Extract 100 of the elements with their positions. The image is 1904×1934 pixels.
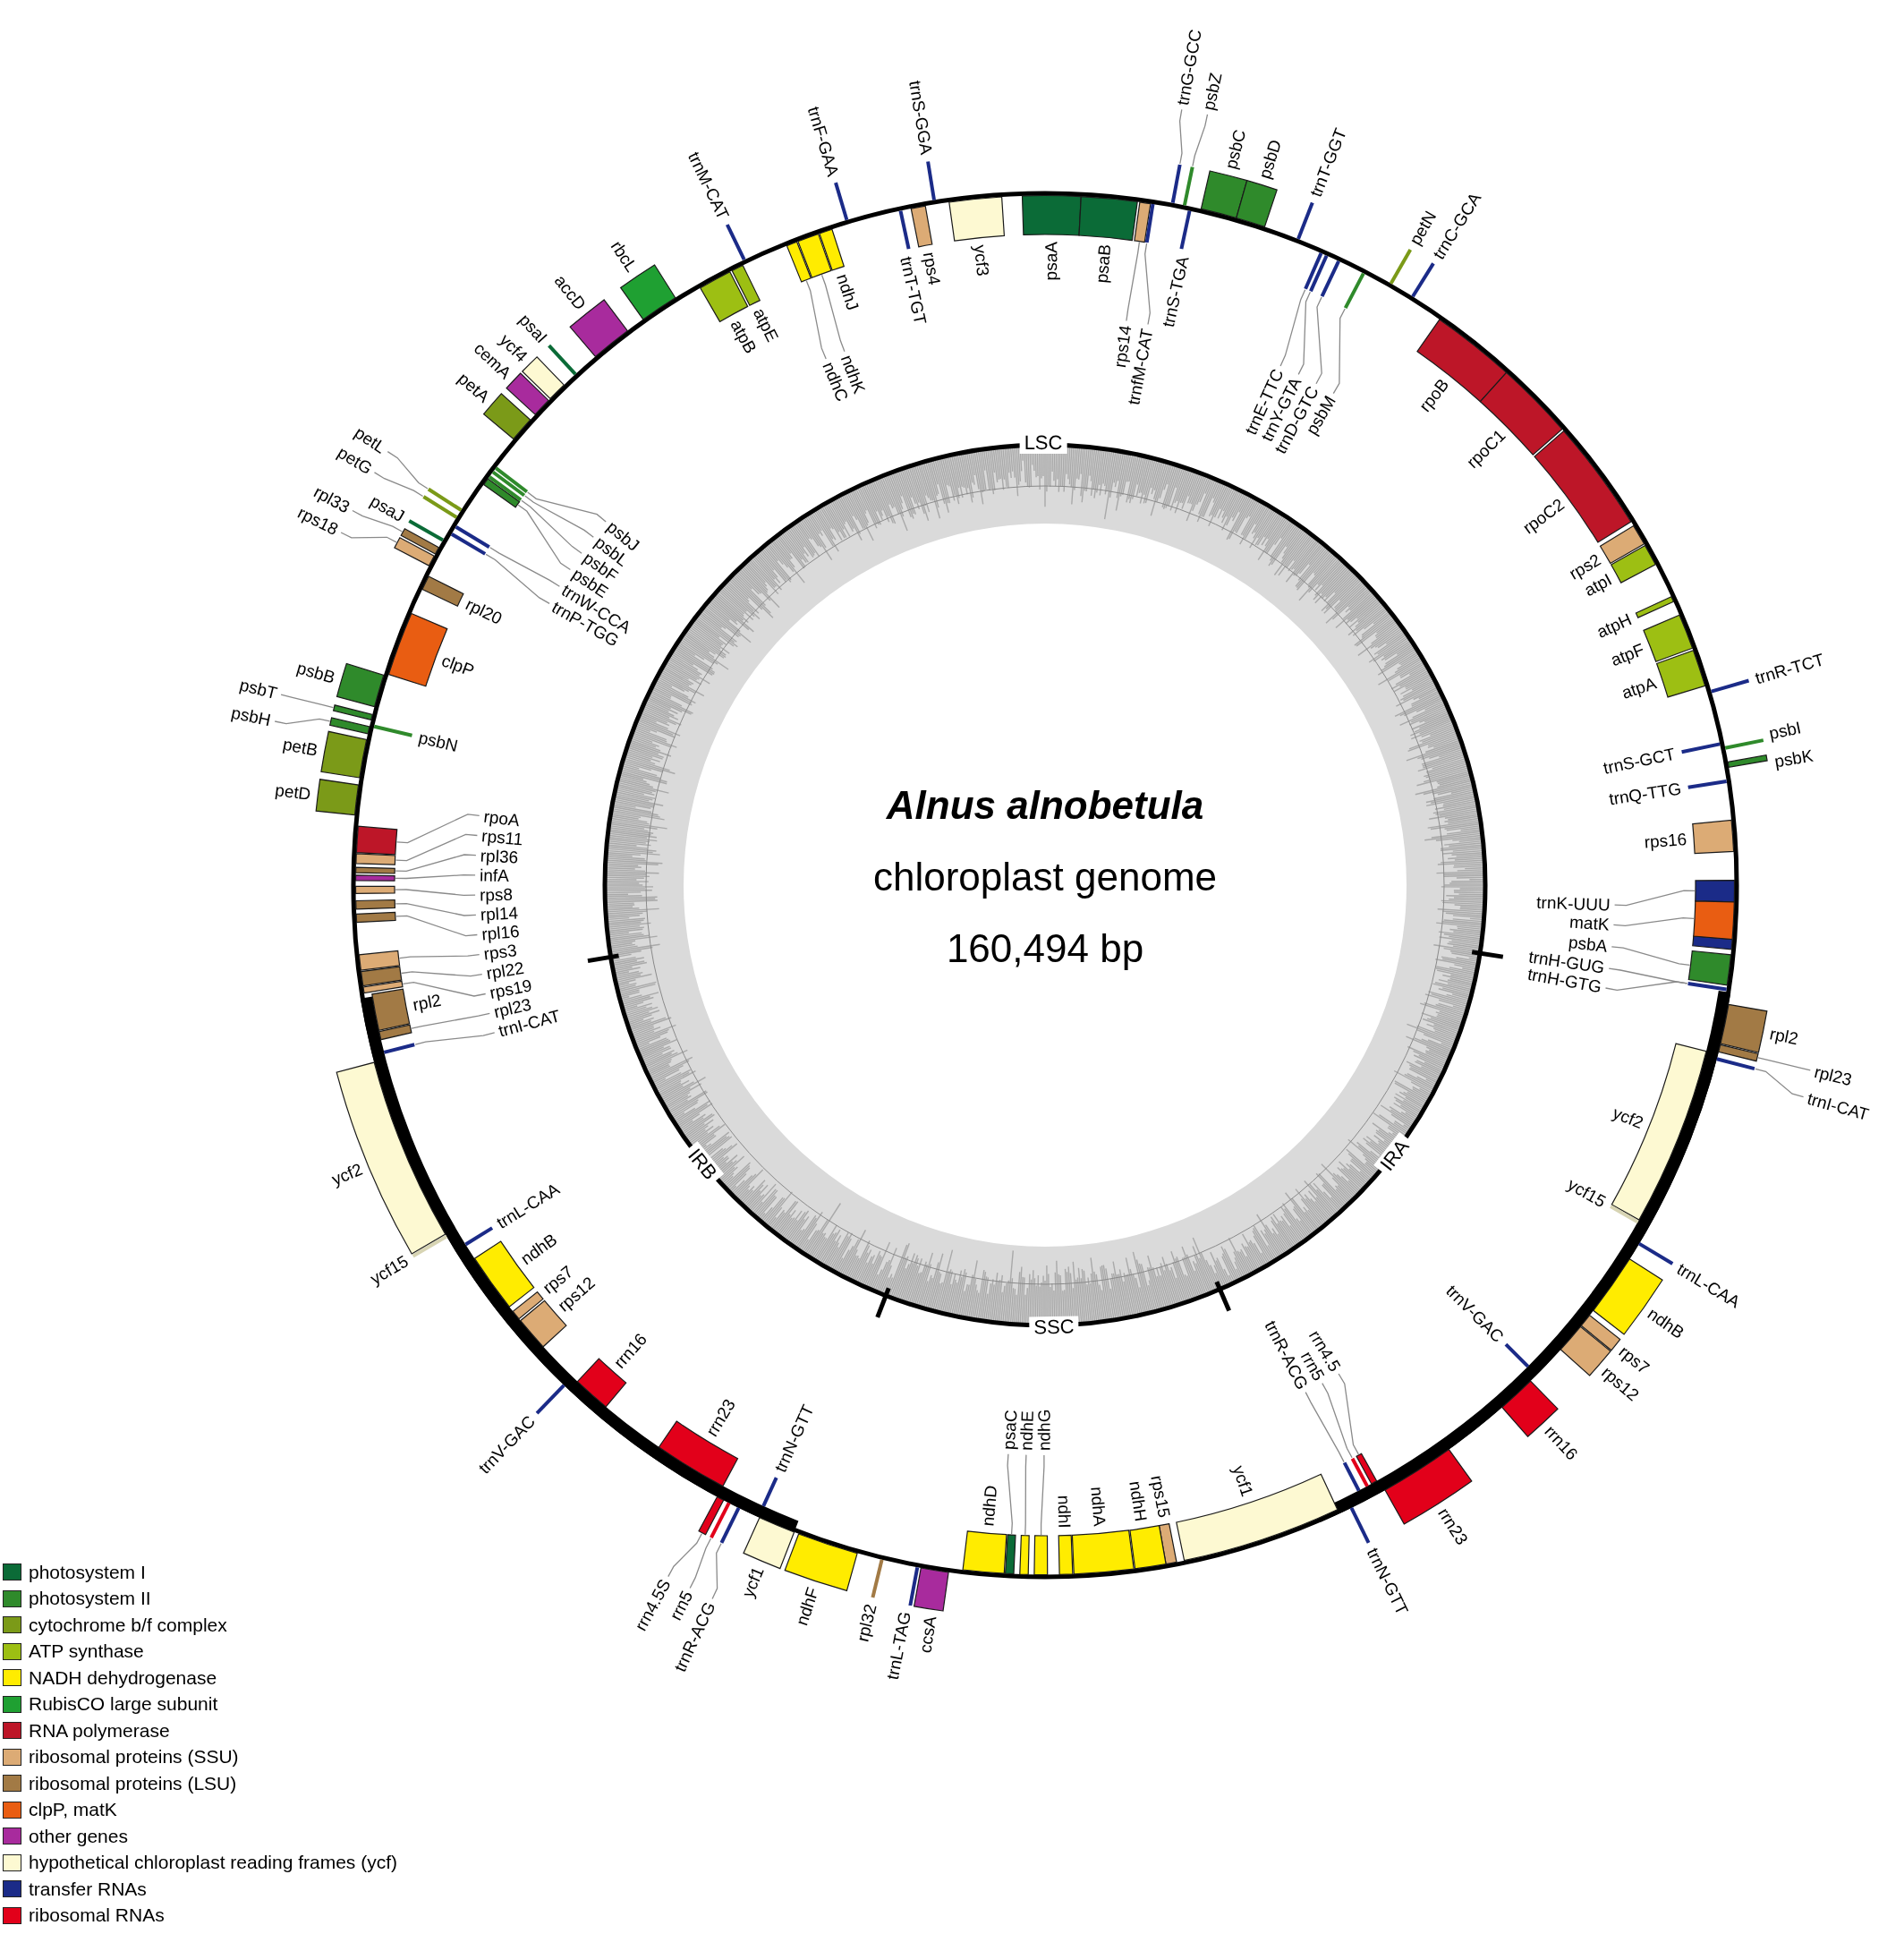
gene-label: psbB <box>294 658 337 687</box>
gene-label: trnK-UUU <box>1535 892 1611 915</box>
leader-line <box>1757 1057 1811 1071</box>
gene-block <box>329 717 370 735</box>
leader-line <box>527 491 607 523</box>
gene-label: ycf1 <box>738 1563 768 1600</box>
gene-block <box>358 950 401 971</box>
subtitle: chloroplast genome <box>873 854 1217 900</box>
leader-line <box>1755 1068 1805 1098</box>
leader-line <box>411 1012 490 1029</box>
legend-label: NADH dehydrogenase <box>29 1666 217 1689</box>
gene-label: rps16 <box>1644 830 1687 852</box>
gene-line <box>1182 166 1194 206</box>
legend-label: ribosomal proteins (LSU) <box>29 1772 237 1794</box>
gene-line <box>1350 1457 1369 1487</box>
gene-line <box>1687 982 1727 992</box>
gene-label: ndhF <box>792 1585 822 1628</box>
gene-line <box>1309 254 1329 293</box>
gene-line <box>1170 164 1182 204</box>
gene-label: rps15 <box>1147 1473 1174 1520</box>
gene-block <box>400 528 439 555</box>
gene-label: ndhA <box>1087 1486 1109 1528</box>
legend-label: cytochrome b/f complex <box>29 1614 227 1636</box>
gene-block <box>1687 950 1732 986</box>
gene-label: rpl23 <box>1812 1061 1854 1090</box>
leader-line <box>485 553 550 605</box>
leader-line <box>401 971 483 977</box>
gene-line <box>1343 272 1365 310</box>
gene-label: clpP <box>438 651 477 680</box>
legend-label: ribosomal proteins (SSU) <box>29 1746 239 1768</box>
leader-line <box>395 915 479 937</box>
leader-line <box>521 499 582 554</box>
leader-line <box>373 472 424 498</box>
gene-label: trnL-TAG <box>882 1610 914 1682</box>
leader-line <box>402 981 487 997</box>
gene-label: ycf3 <box>970 243 993 277</box>
leader-line <box>395 854 477 873</box>
gene-label: psaC <box>999 1409 1021 1451</box>
gene-label: ndhI <box>1054 1495 1075 1529</box>
leader-line <box>1338 1373 1359 1455</box>
leader-line <box>1144 243 1151 326</box>
leader-line <box>340 532 397 543</box>
leader-line <box>414 1032 496 1045</box>
leader-line <box>711 1543 722 1600</box>
leader-line <box>1604 981 1688 991</box>
leader-line <box>1305 1391 1345 1463</box>
gene-label: ycf15 <box>1564 1174 1610 1212</box>
gene-line <box>1716 1057 1755 1071</box>
gene-label: ndhD <box>978 1484 1001 1528</box>
leader-line <box>395 874 476 880</box>
legend-label: ribosomal RNAs <box>29 1904 165 1927</box>
gene-line <box>719 1506 741 1544</box>
gene-label: psaA <box>1041 241 1061 281</box>
gene-label: ndhG <box>1034 1409 1054 1451</box>
legend-label: hypothetical chloroplast reading frames (ycf) <box>29 1852 398 1874</box>
gene-block <box>355 853 396 865</box>
leader-line <box>1192 114 1209 167</box>
gene-block <box>483 478 521 508</box>
legend-label: ATP synthase <box>29 1640 144 1663</box>
gene-label: psaB <box>1092 243 1115 285</box>
leader-line <box>1279 289 1306 367</box>
leader-line <box>517 504 572 571</box>
gene-block <box>333 704 373 720</box>
gene-block <box>394 537 435 567</box>
gene-label: ccsA <box>915 1615 940 1655</box>
genome-size-label: 160,494 bp <box>946 925 1144 972</box>
gene-label: rpl2 <box>1768 1024 1800 1049</box>
legend-label: other genes <box>29 1825 128 1847</box>
leader-line <box>1322 1382 1353 1459</box>
gene-label: rpl20 <box>463 594 506 628</box>
gene-line <box>488 475 523 502</box>
gene-block <box>1356 1453 1378 1485</box>
legend-label: photosystem I <box>29 1561 146 1583</box>
gene-line <box>422 495 458 519</box>
gene-label: atpH <box>1594 609 1635 642</box>
leader-line <box>398 953 480 959</box>
leader-line <box>1611 946 1691 967</box>
leader-line <box>395 889 476 896</box>
gene-block <box>361 966 403 987</box>
legend-label: transfer RNAs <box>29 1878 147 1900</box>
gene-label: ndhB <box>1644 1304 1688 1342</box>
leader-line <box>1126 242 1141 322</box>
gene-label: psaJ <box>367 490 408 526</box>
legend-label: clpP, matK <box>29 1799 117 1821</box>
gene-label: psbN <box>416 728 460 755</box>
gene-block <box>355 825 398 856</box>
gene-block <box>1134 201 1152 243</box>
gene-label: trnS-TGA <box>1158 254 1193 329</box>
gene-label: ycf2 <box>1610 1103 1646 1133</box>
leader-line <box>280 694 335 709</box>
gene-line <box>1320 260 1340 298</box>
leader-line <box>1612 917 1695 926</box>
gene-label: petB <box>281 734 319 760</box>
leader-line <box>1297 291 1312 376</box>
leader-line <box>1332 308 1346 395</box>
leader-line <box>1315 296 1322 385</box>
gene-label: psbK <box>1772 745 1815 771</box>
gene-label: rpl32 <box>853 1602 880 1644</box>
gene-block <box>797 233 832 278</box>
gene-line <box>1342 1461 1361 1492</box>
